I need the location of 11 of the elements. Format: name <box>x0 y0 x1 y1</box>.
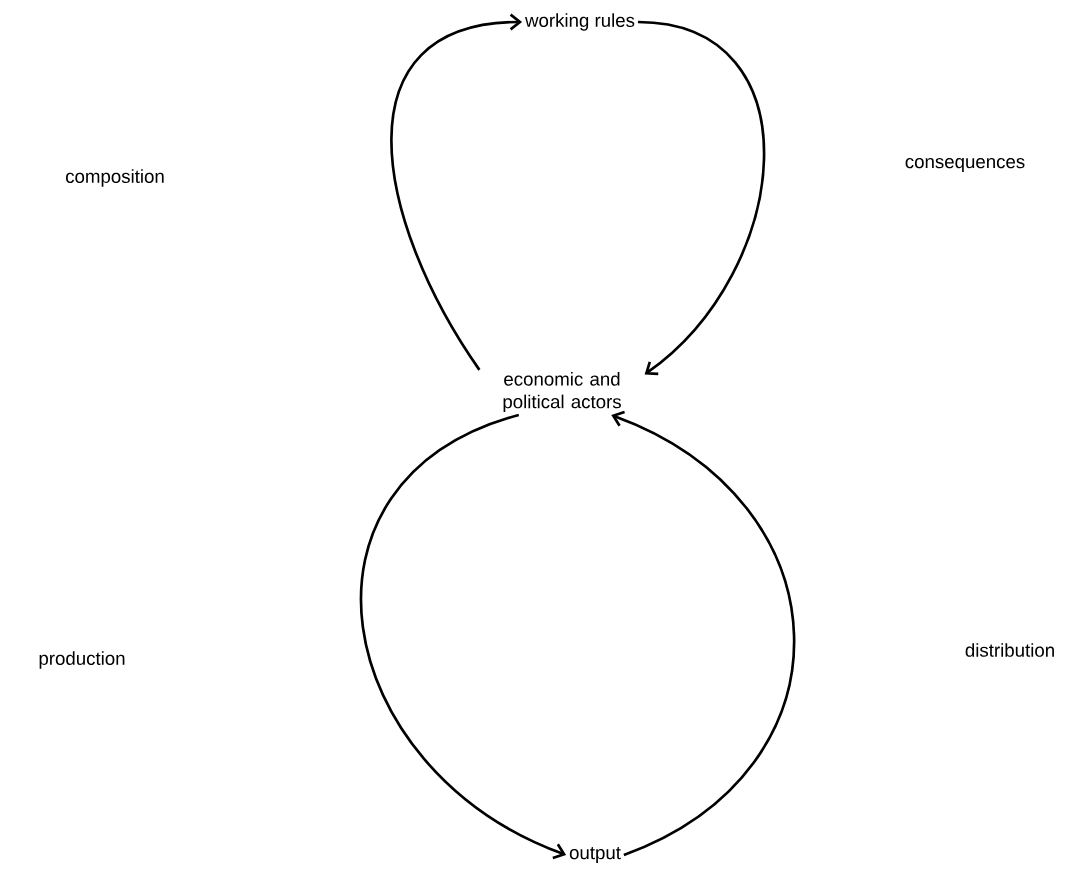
arc-label: consequences <box>905 158 1025 172</box>
arrow <box>390 13 523 371</box>
arc-label: production <box>39 651 125 669</box>
node-label: output <box>569 847 621 863</box>
arrow <box>611 410 796 857</box>
arc-label: distribution <box>965 643 1054 657</box>
arc-label: composition <box>66 169 164 187</box>
node-label: economic and political actors <box>503 371 621 413</box>
arrow <box>637 20 766 376</box>
node-label: working rules <box>525 13 635 31</box>
arrow <box>360 413 567 860</box>
